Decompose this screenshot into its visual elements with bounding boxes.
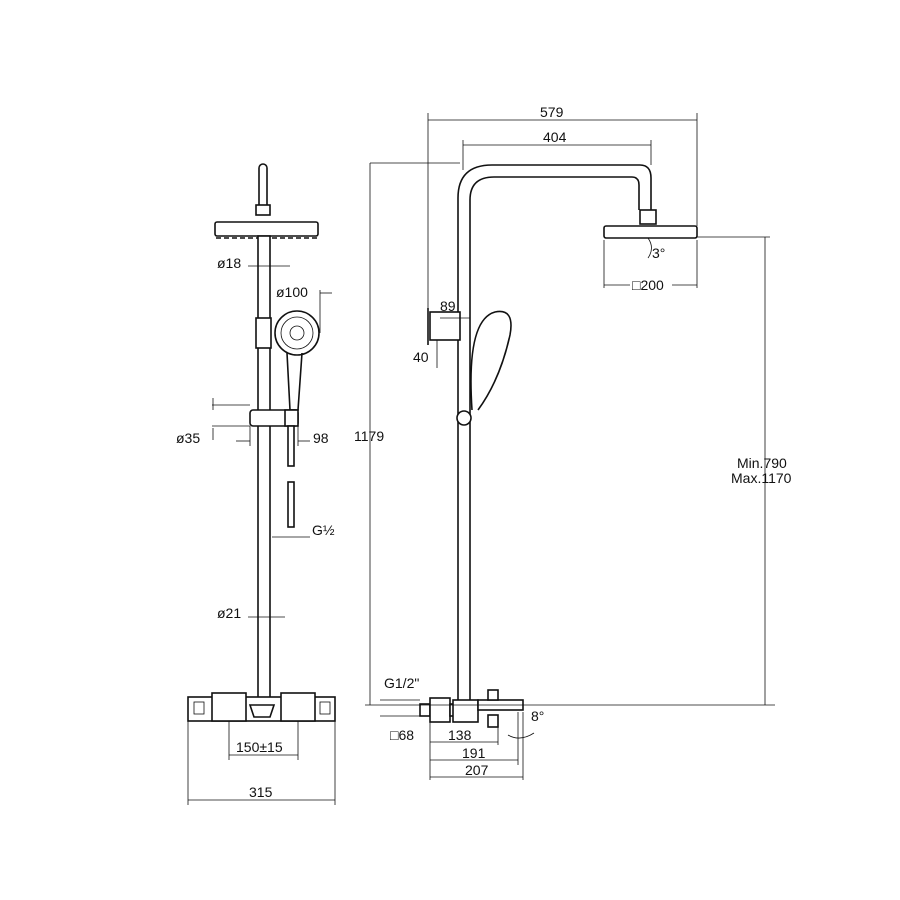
hose-segment-2: [287, 481, 295, 528]
wall-bracket: [429, 311, 461, 341]
dim-escutcheon: □68: [390, 727, 414, 743]
top-elbow: [258, 163, 268, 205]
dim-head-size: □200: [632, 277, 664, 293]
head-joint: [639, 209, 657, 225]
upper-holder: [255, 317, 272, 349]
dim-pipe-top: ø18: [217, 255, 241, 271]
dim-arm-reach: 404: [543, 129, 567, 145]
dim-offset: 98: [313, 430, 329, 446]
dim-mixer-width: 315: [249, 784, 273, 800]
dim-191: 191: [462, 745, 486, 761]
hand-shower-head: [274, 310, 320, 356]
dim-spout-angle: 8°: [531, 708, 544, 724]
right-knob: [280, 692, 316, 722]
side-view: 579 404 1179 3° □200 89 40 Min.790 Max.1…: [354, 104, 792, 780]
dim-138: 138: [448, 727, 472, 743]
hand-shower-handle: [286, 352, 303, 411]
dim-height-max: Max.1170: [731, 470, 792, 486]
dim-total-reach: 579: [540, 104, 564, 120]
spout-angle-arc: [507, 732, 535, 739]
dim-slider: ø35: [176, 430, 200, 446]
head-connector: [255, 204, 271, 216]
head-shower-side: [603, 225, 698, 239]
mixer-body-side: [452, 699, 479, 723]
riser-and-arm-outer: [457, 164, 652, 700]
dim-pipe-bottom: ø21: [217, 605, 241, 621]
dim-height-min: Min.790: [737, 455, 787, 471]
tilt-arc: [647, 237, 652, 259]
escutcheon: [429, 697, 451, 723]
slider-side: [456, 410, 472, 426]
dim-inlet-spacing: 150±15: [236, 739, 283, 755]
dim-hand-shower: ø100: [276, 284, 308, 300]
dim-207: 207: [465, 762, 489, 778]
hose-segment: [287, 425, 295, 467]
dim-head-tilt: 3°: [652, 245, 665, 261]
left-knob: [211, 692, 247, 722]
dim-hose-thread: G½: [312, 522, 335, 538]
inlet: [419, 703, 431, 717]
diverter-lower: [487, 714, 499, 728]
riser-pipe: [257, 235, 271, 702]
dim-bracket-depth: 89: [440, 298, 456, 314]
diverter-knob: [487, 689, 499, 701]
head-shower-front: [214, 221, 319, 237]
spout-front: [248, 704, 276, 718]
dim-inlet-thread: G1/2": [384, 675, 419, 691]
dim-bracket-height: 40: [413, 349, 429, 365]
dim-total-height: 1179: [354, 428, 384, 444]
hand-shower-side: [470, 310, 512, 411]
front-view: ø18 ø100 ø35 98 G½ ø21 150±15 315: [176, 163, 336, 805]
